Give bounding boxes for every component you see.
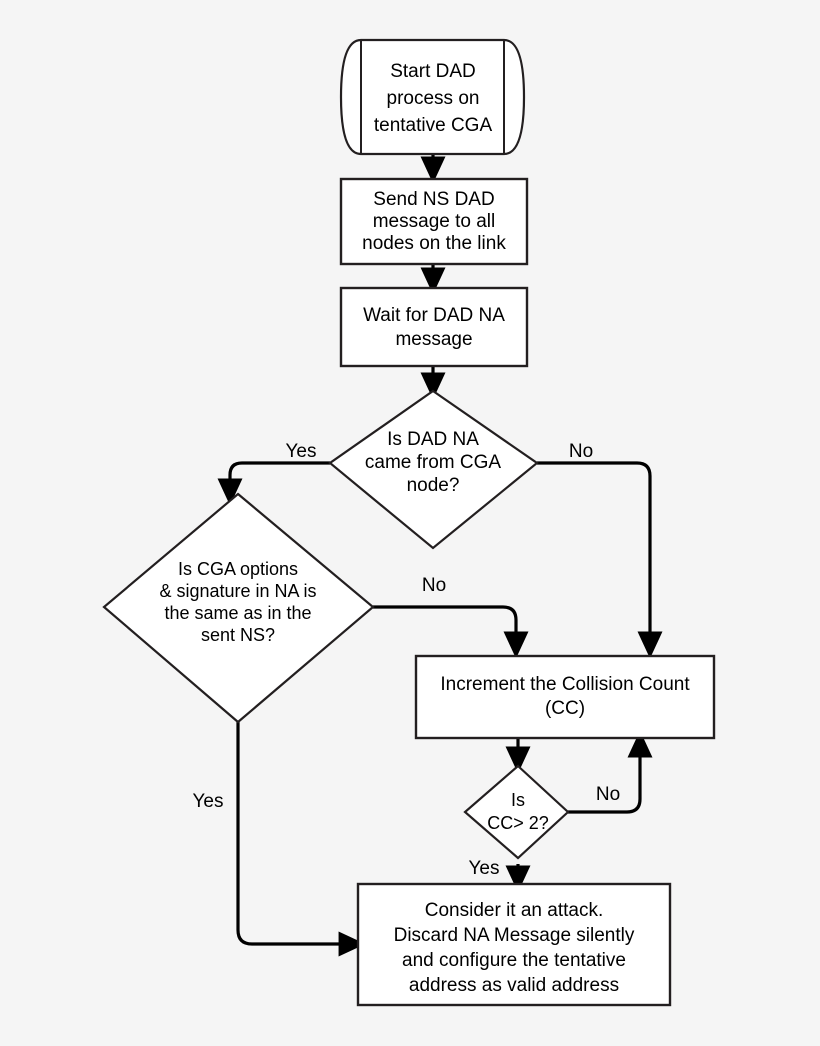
edge-decision1-yes: Yes [217,441,330,506]
node-decision2-line-3: the same as in the [164,603,311,623]
edge-label-decision2-no: No [422,575,446,596]
node-send-ns-line-1: Send NS DAD [373,189,494,210]
node-start-line-2: process on [387,88,480,109]
node-consider-attack[interactable]: Consider it an attack. Discard NA Messag… [356,882,672,1007]
edge-label-cc-check-yes: Yes [469,858,500,879]
node-consider-attack-line-1: Consider it an attack. [425,900,603,921]
node-increment-cc[interactable]: Increment the Collision Count (CC) [414,654,716,740]
node-start[interactable]: Start DAD process on tentative CGA [339,38,526,156]
edge-label-decision1-yes: Yes [286,441,317,462]
node-decision-cc-line-1: Is [511,790,525,810]
node-increment-cc-line-2: (CC) [545,698,585,719]
node-wait-na-line-2: message [395,329,472,350]
node-decision-cga-node[interactable]: Is DAD NA came from CGA node? [328,389,539,550]
node-decision-cc-gt-2[interactable]: Is CC> 2? [463,764,570,860]
node-start-line-3: tentative CGA [374,115,493,136]
edge-label-decision1-no: No [569,441,593,462]
node-decision1-line-2: came from CGA [365,452,502,473]
edge-decision1-no: No [537,441,663,659]
edge-decision2-no: No [373,575,529,659]
edge-decision2-yes: Yes [193,722,366,957]
node-wait-na-line-1: Wait for DAD NA [363,305,505,326]
node-decision1-line-3: node? [407,475,460,496]
node-consider-attack-line-3: and configure the tentative [402,950,626,971]
node-decision2-line-1: Is CGA options [178,559,298,579]
edge-label-decision2-yes: Yes [193,791,224,812]
node-decision-options-signature[interactable]: Is CGA options & signature in NA is the … [102,492,375,724]
edge-cc-check-yes: Yes [469,858,531,893]
node-consider-attack-line-4: address as valid address [409,975,619,996]
node-decision2-line-4: sent NS? [201,625,275,645]
edge-label-cc-check-no: No [596,784,620,805]
node-start-line-1: Start DAD [390,61,476,82]
node-decision1-line-1: Is DAD NA [387,429,479,450]
node-decision2-line-2: & signature in NA is [159,581,316,601]
node-increment-cc-line-1: Increment the Collision Count [440,674,690,695]
node-consider-attack-line-2: Discard NA Message silently [394,925,635,946]
node-send-ns[interactable]: Send NS DAD message to all nodes on the … [339,177,529,266]
edge-cc-check-no: No [568,730,653,814]
node-send-ns-line-2: message to all [373,211,496,232]
node-wait-na[interactable]: Wait for DAD NA message [339,286,529,368]
node-decision-cc-line-2: CC> 2? [487,813,549,833]
node-send-ns-line-3: nodes on the link [362,233,506,254]
